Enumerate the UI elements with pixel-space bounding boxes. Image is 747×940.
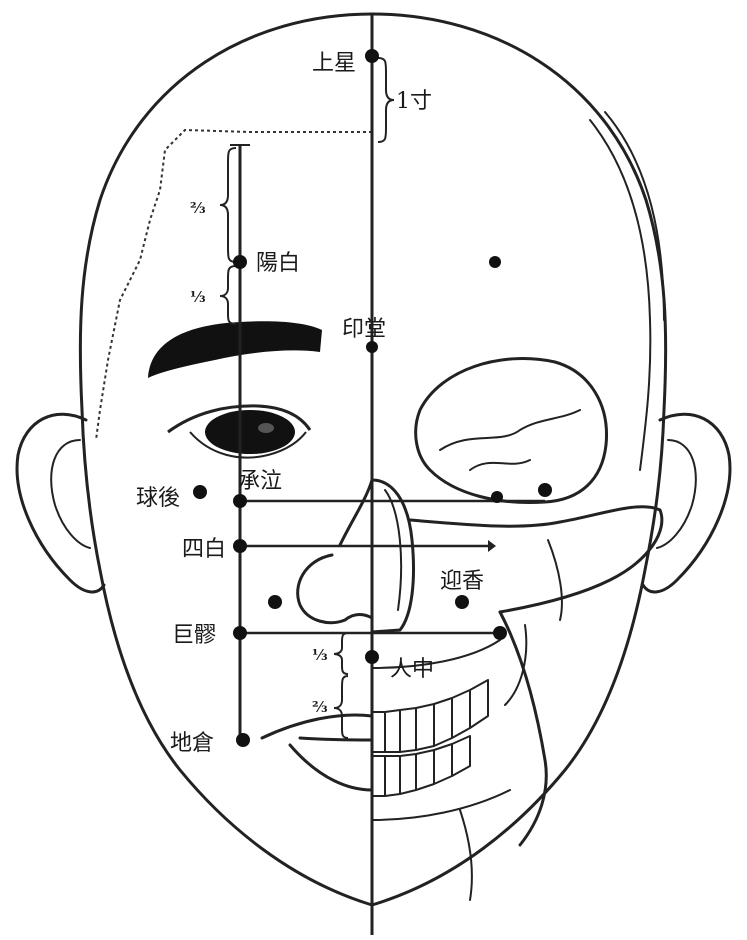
renzhong-point	[365, 650, 379, 664]
dicang-point	[236, 733, 250, 747]
shangxing-point	[365, 49, 379, 63]
yingxiang-label: 迎香	[440, 569, 484, 594]
one-third-label-a: ⅓	[190, 288, 206, 306]
two-thirds-label-b: ⅔	[312, 698, 328, 716]
qiuhou-label: 球後	[136, 486, 180, 511]
skull-inner-line-2	[605, 112, 664, 320]
right-forehead-point	[489, 256, 501, 268]
labels: 上星 1寸 ⅔ 陽白 ⅓ 印堂 承泣 球後 四白 迎香 巨髎 ⅓ 人中 ⅔ 地倉	[136, 51, 484, 756]
right-juliao-point	[493, 626, 507, 640]
right-chengqi-point	[538, 483, 552, 497]
one-cun-label: 1寸	[396, 89, 432, 114]
two-thirds-brace-b	[334, 676, 348, 738]
hairline	[96, 130, 372, 440]
one-cun-brace	[378, 58, 394, 142]
renzhong-label: 人中	[390, 657, 434, 682]
left-cheek-point	[268, 595, 282, 609]
yangbai-label: 陽白	[256, 251, 300, 276]
sibai-label: 四白	[182, 537, 226, 562]
orbit	[416, 359, 607, 503]
shangxing-label: 上星	[312, 51, 356, 76]
right-chengqi-point-2	[491, 491, 503, 503]
yintang-label: 印堂	[342, 317, 386, 342]
lower-teeth	[372, 736, 470, 796]
mouth	[262, 715, 372, 790]
one-third-label-b: ⅓	[312, 646, 328, 664]
juliao-label: 巨髎	[172, 623, 216, 648]
yingxiang-point	[455, 595, 469, 609]
one-third-brace-b	[334, 633, 348, 674]
chengqi-point	[233, 494, 247, 508]
sibai-point	[233, 539, 247, 553]
yintang-point	[366, 341, 378, 353]
chengqi-label: 承泣	[238, 469, 282, 494]
two-thirds-label-a: ⅔	[190, 199, 206, 217]
left-ear	[17, 414, 104, 592]
qiuhou-point	[193, 485, 207, 499]
yangbai-point	[233, 255, 247, 269]
mandible	[500, 612, 546, 845]
two-thirds-brace-a	[220, 148, 236, 262]
one-third-brace-a	[220, 266, 236, 324]
dicang-label: 地倉	[170, 731, 214, 756]
cheek-bone	[410, 507, 662, 612]
sibai-arrow	[488, 540, 496, 552]
juliao-point	[233, 626, 247, 640]
eyebrow	[148, 321, 322, 378]
